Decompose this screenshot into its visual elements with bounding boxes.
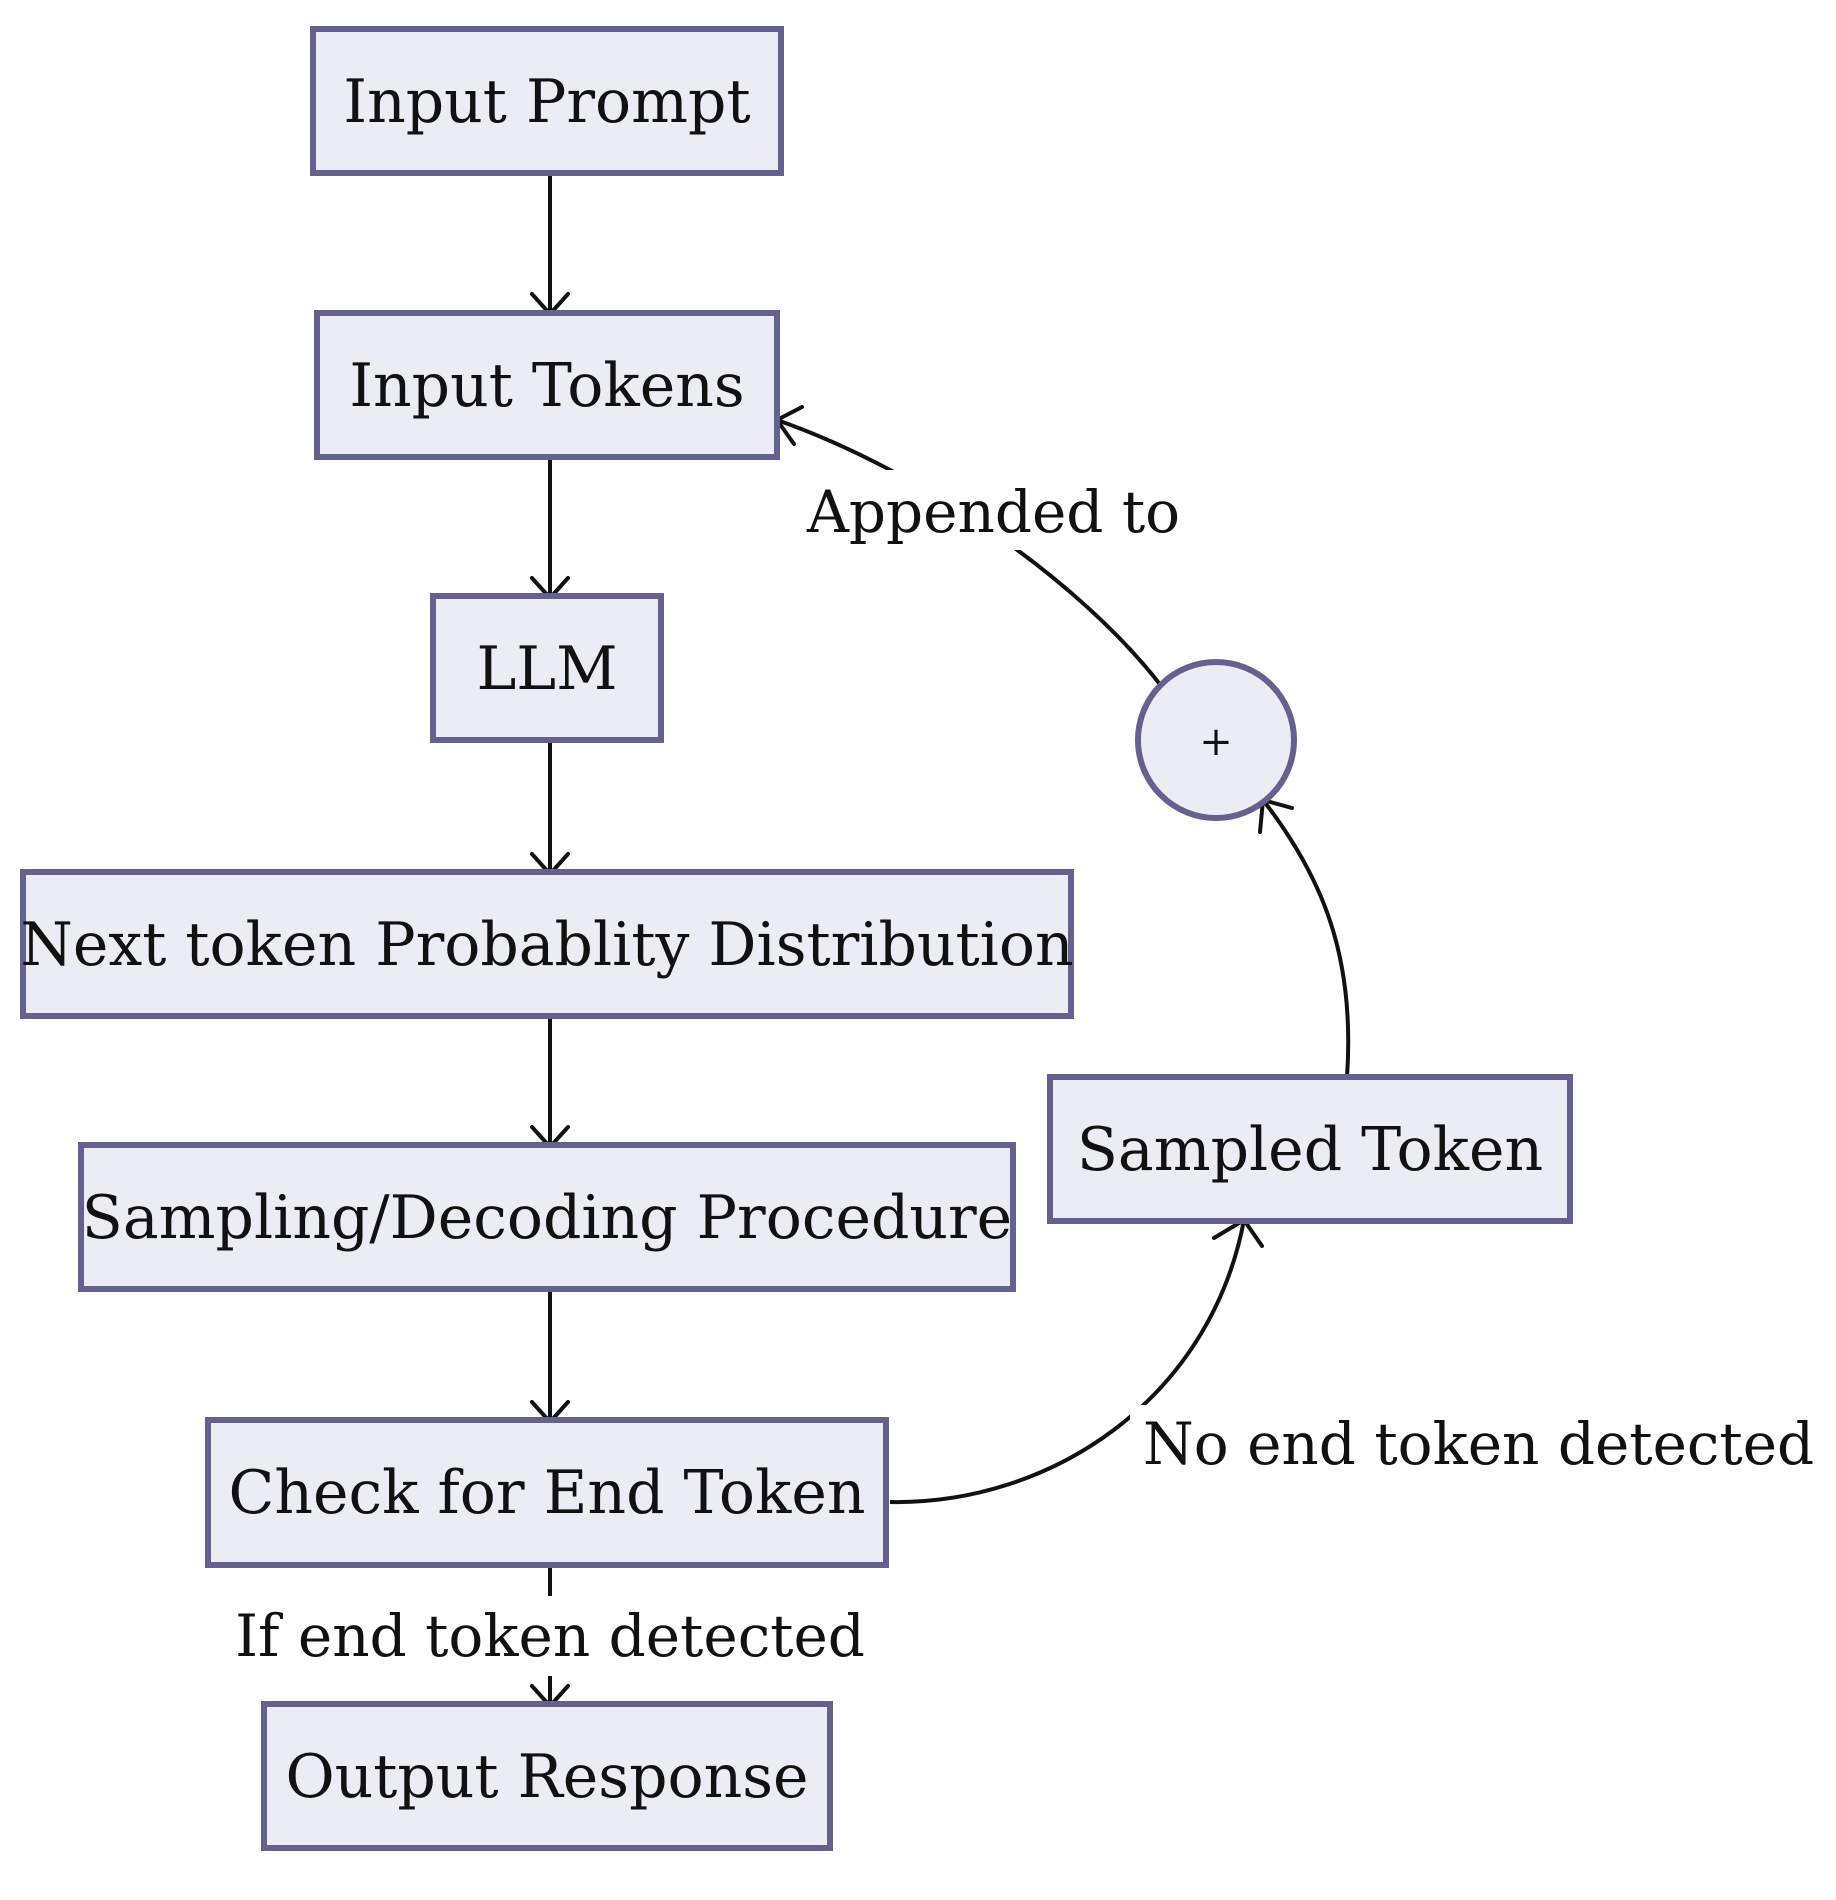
edge-check-to-output: If end token detected <box>215 1565 865 1708</box>
node-output-response: Output Response <box>261 1701 833 1851</box>
node-sampling-procedure: Sampling/Decoding Procedure <box>78 1142 1016 1292</box>
edge-plus-to-tokens: Appended to <box>775 405 1200 689</box>
appended-to-label: Appended to <box>806 478 1180 546</box>
svg-text:Next token Probablity Distribu: Next token Probablity Distribution <box>20 910 1073 980</box>
edge-tokens-to-llm <box>530 457 570 600</box>
svg-text:Sampling/Decoding Procedure: Sampling/Decoding Procedure <box>82 1183 1012 1253</box>
node-check-end-token: Check for End Token <box>205 1417 889 1568</box>
plus-icon: + <box>1199 719 1233 765</box>
svg-text:Input Prompt: Input Prompt <box>343 67 750 137</box>
node-input-tokens: Input Tokens <box>314 310 780 460</box>
svg-text:Check for End Token: Check for End Token <box>228 1458 865 1528</box>
node-sampled-token: Sampled Token <box>1047 1074 1573 1224</box>
edge-sampling-to-check <box>530 1289 570 1424</box>
edge-distribution-to-sampling <box>530 1016 570 1149</box>
no-end-token-label: No end token detected <box>1143 1410 1814 1478</box>
node-plus-circle: + <box>1135 659 1297 821</box>
edge-sampled-to-plus <box>1258 798 1351 1078</box>
edge-llm-to-distribution <box>530 740 570 876</box>
node-next-token-distribution: Next token Probablity Distribution <box>20 869 1074 1019</box>
if-end-token-label: If end token detected <box>235 1602 865 1670</box>
svg-text:Output Response: Output Response <box>285 1742 808 1812</box>
svg-text:Input Tokens: Input Tokens <box>349 351 744 421</box>
edge-check-to-sampled: No end token detected <box>889 1218 1814 1505</box>
edge-prompt-to-tokens <box>530 173 570 316</box>
node-llm: LLM <box>430 593 664 743</box>
svg-text:LLM: LLM <box>476 634 617 704</box>
node-input-prompt: Input Prompt <box>310 26 784 176</box>
svg-text:Sampled Token: Sampled Token <box>1077 1115 1543 1185</box>
